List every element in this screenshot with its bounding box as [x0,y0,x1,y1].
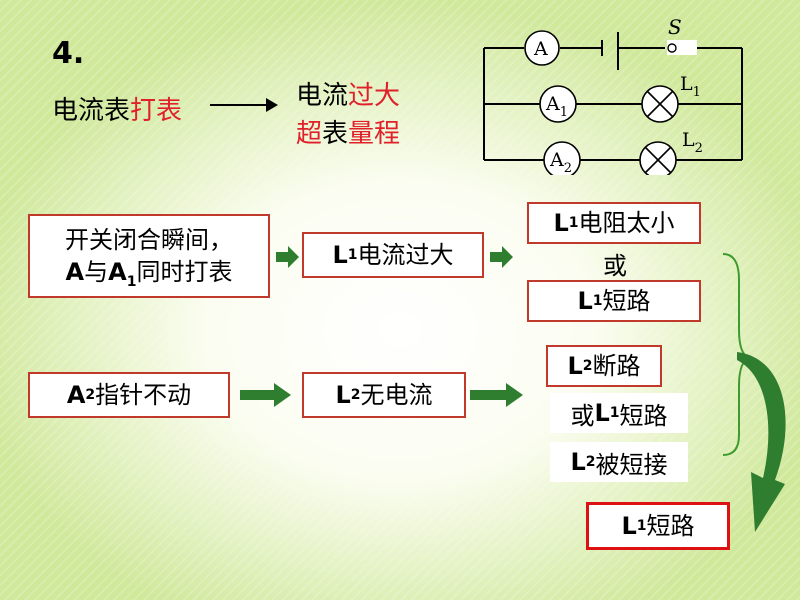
arrow-right-icon [240,383,291,407]
ammeter-a2-label: A2 [549,149,572,175]
text-black: 电流 [296,81,349,111]
lamp-l1-icon [641,85,679,123]
ammeter-a1-icon [539,85,577,123]
observation-line2: A与A1同时打表 [65,258,233,290]
observation-line1: 开关闭合瞬间， [65,225,233,254]
arrow-right-icon [276,246,299,268]
text-red: 超 [296,119,323,149]
lamp-l1-label: L1 [680,73,701,100]
arrow-right-icon [490,246,513,268]
or-label: 或 [603,252,627,280]
current-too-large-text: 电流过大 [296,75,400,112]
ammeter-overload-text: 电流表打表 [52,90,182,127]
ammeter-a1-label: A1 [545,93,568,120]
lamp-l2-label: L2 [682,129,703,156]
arrow-right-icon [470,383,523,407]
lamp-l2-icon [639,141,677,175]
brace-and-curved-arrow [722,253,786,532]
switch-terminal-icon [667,43,677,53]
problem-number: 4. [52,36,85,71]
top-arrow-head [266,98,278,112]
ammeter-a2-icon [543,141,581,175]
exceeds-range-text: 超表量程 [296,113,400,150]
observation-box-row1: 开关闭合瞬间， A与A1同时打表 [28,214,270,298]
switch-label: S [668,15,682,39]
curved-arrow-icon [737,352,786,532]
text-black: 电流表 [52,96,131,126]
ammeter-a-icon [524,30,560,66]
text-red: 量程 [348,119,401,149]
text-red: 过大 [348,81,401,111]
text-black: 表 [322,119,349,149]
top-arrow-line [210,104,270,106]
circuit-diagram: A S A1 L1 A2 L2 [483,15,743,175]
text-red: 打表 [130,96,183,126]
ammeter-a-label: A [533,38,548,60]
